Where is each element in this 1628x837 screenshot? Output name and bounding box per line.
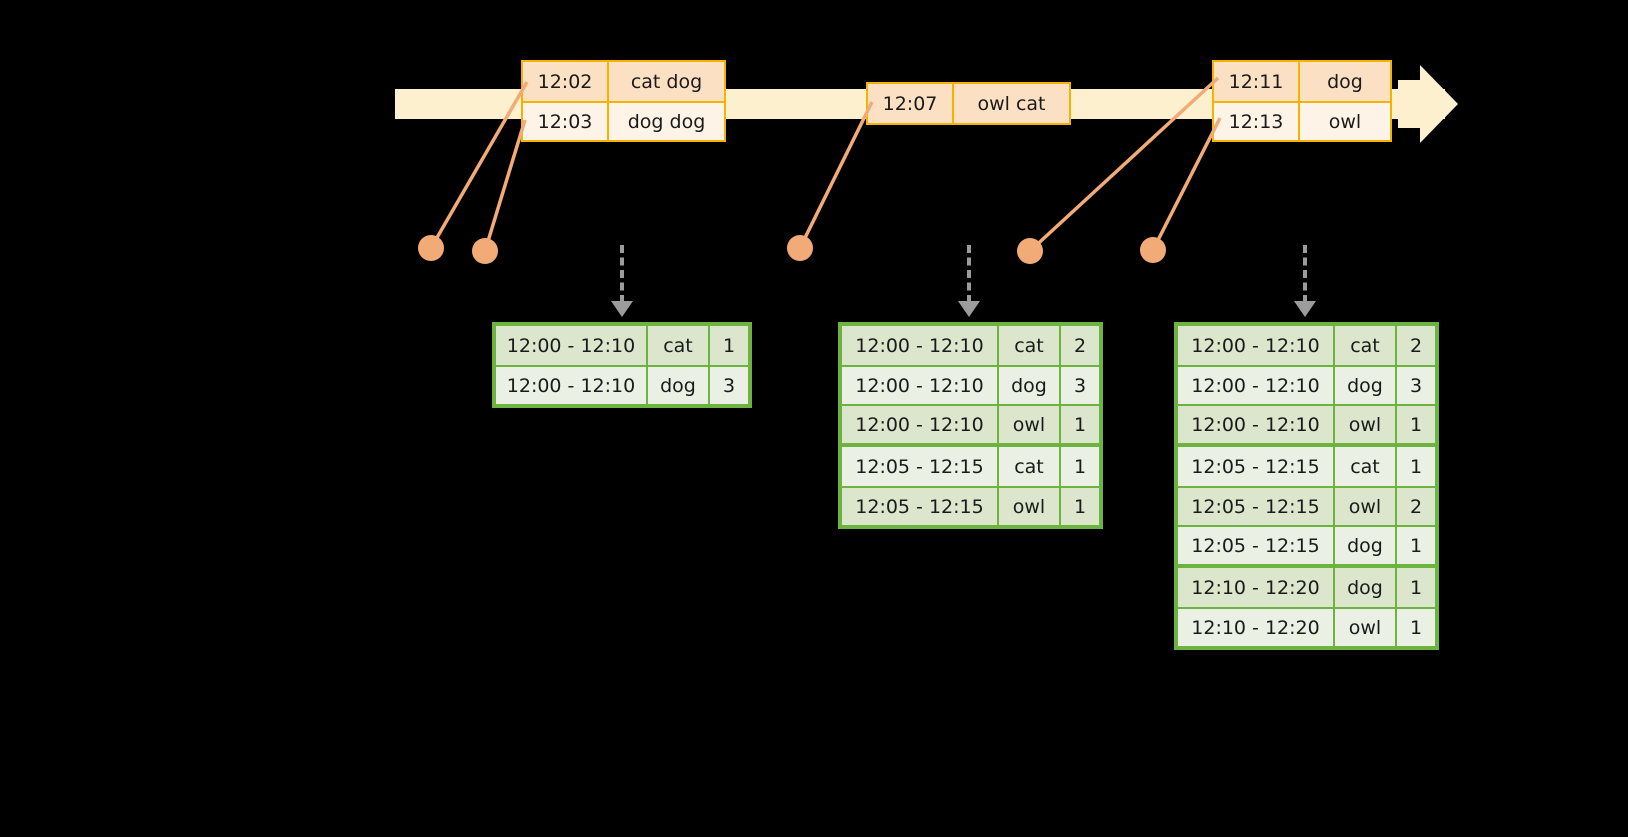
event-time: 12:03 — [523, 103, 609, 140]
word-cell: dog — [646, 367, 708, 404]
emit-arrow-head — [1294, 301, 1316, 317]
event-dot — [418, 235, 444, 261]
word-cell: cat — [997, 326, 1059, 365]
emit-arrow-head — [611, 301, 633, 317]
event-time: 12:07 — [868, 84, 954, 123]
window-cell: 12:10 - 12:20 — [1178, 609, 1333, 646]
window-cell: 12:00 - 12:10 — [1178, 367, 1333, 404]
event-words: owl cat — [977, 92, 1046, 115]
count-cell: 3 — [1395, 367, 1435, 404]
window-cell: 12:05 - 12:15 — [1178, 488, 1333, 525]
event-box-group-2: 12:07 owl cat — [866, 82, 1071, 125]
emit-arrow-shaft — [1303, 245, 1307, 303]
event-box-group-3: 12:11 dog 12:13 owl — [1212, 60, 1392, 142]
count-cell: 1 — [1059, 488, 1099, 525]
count-cell: 2 — [1059, 326, 1099, 365]
word-cell: cat — [1333, 326, 1395, 365]
event-words: owl — [1328, 110, 1362, 133]
word-cell: dog — [1333, 527, 1395, 564]
event-dot — [472, 238, 498, 264]
event-time: 12:11 — [1214, 62, 1300, 101]
event-time: 12:02 — [523, 62, 609, 101]
event-dot — [1140, 237, 1166, 263]
event-row: 12:03 dog dog — [523, 101, 724, 140]
event-dot — [787, 235, 813, 261]
event-words: dog — [1327, 70, 1363, 93]
event-dot — [1017, 238, 1043, 264]
event-box-group-1: 12:02 cat dog 12:03 dog dog — [521, 60, 726, 142]
word-cell: owl — [1333, 406, 1395, 443]
window-cell: 12:00 - 12:10 — [496, 367, 646, 404]
count-cell: 1 — [1395, 406, 1435, 443]
word-cell: dog — [1333, 568, 1395, 607]
window-cell: 12:05 - 12:15 — [1178, 527, 1333, 564]
count-cell: 1 — [1395, 447, 1435, 486]
count-cell: 1 — [1395, 609, 1435, 646]
window-cell: 12:00 - 12:10 — [1178, 406, 1333, 443]
window-cell: 12:00 - 12:10 — [842, 367, 997, 404]
window-cell: 12:05 - 12:15 — [842, 447, 997, 486]
count-cell: 1 — [1395, 527, 1435, 564]
word-cell: owl — [997, 406, 1059, 443]
window-cell: 12:10 - 12:20 — [1178, 568, 1333, 607]
count-cell: 1 — [708, 326, 748, 365]
window-cell: 12:00 - 12:10 — [1178, 326, 1333, 365]
word-cell: dog — [1333, 367, 1395, 404]
window-cell: 12:00 - 12:10 — [496, 326, 646, 365]
event-row: 12:11 dog — [1214, 62, 1390, 101]
word-cell: owl — [1333, 609, 1395, 646]
window-cell: 12:05 - 12:15 — [842, 488, 997, 525]
count-cell: 3 — [1059, 367, 1099, 404]
word-cell: dog — [997, 367, 1059, 404]
count-cell: 1 — [1395, 568, 1435, 607]
emit-arrow-shaft — [620, 245, 624, 303]
emit-arrow-shaft — [967, 245, 971, 303]
window-cell: 12:05 - 12:15 — [1178, 447, 1333, 486]
count-cell: 1 — [1059, 447, 1099, 486]
window-cell: 12:00 - 12:10 — [842, 406, 997, 443]
event-row: 12:07 owl cat — [868, 84, 1069, 123]
event-time: 12:13 — [1214, 103, 1300, 140]
count-cell: 2 — [1395, 326, 1435, 365]
word-cell: owl — [997, 488, 1059, 525]
event-words: cat dog — [630, 70, 703, 93]
window-cell: 12:00 - 12:10 — [842, 326, 997, 365]
event-row: 12:02 cat dog — [523, 62, 724, 101]
word-cell: owl — [1333, 488, 1395, 525]
count-cell: 1 — [1059, 406, 1099, 443]
count-cell: 2 — [1395, 488, 1435, 525]
event-words: dog dog — [627, 110, 706, 133]
emit-arrow-head — [958, 301, 980, 317]
word-cell: cat — [646, 326, 708, 365]
timeline-arrow-head — [1420, 65, 1458, 143]
count-cell: 3 — [708, 367, 748, 404]
event-row: 12:13 owl — [1214, 101, 1390, 140]
word-cell: cat — [1333, 447, 1395, 486]
word-cell: cat — [997, 447, 1059, 486]
